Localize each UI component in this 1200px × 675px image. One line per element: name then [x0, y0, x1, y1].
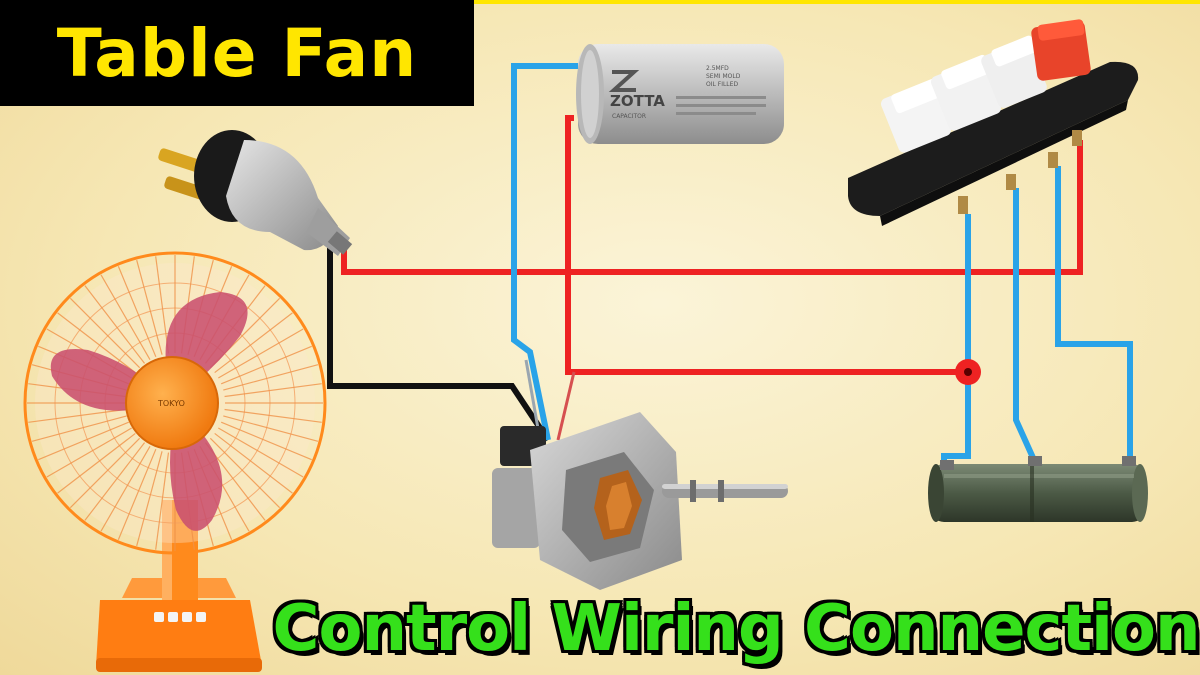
- fan-guard-spoke: [46, 427, 132, 478]
- page-title: Table Fan: [56, 14, 418, 92]
- red-wire-plug-to-switch: [341, 140, 1083, 275]
- capacitor-icon: ZOTTA CAPACITOR 2.5MFD SEMI MOLD OIL FIL…: [576, 44, 784, 144]
- fan-guard-spoke: [69, 297, 141, 369]
- motor-lead-red: [556, 371, 576, 441]
- switch-button-3: [981, 35, 1047, 108]
- blue-wire-switch2-to-coil: [1013, 188, 1037, 462]
- fan-guard-spoke: [220, 421, 312, 461]
- fan-guard-spoke: [100, 274, 151, 360]
- fan-guard-spoke: [38, 421, 130, 461]
- fan-guard-spoke: [220, 345, 312, 385]
- fan-guard-spoke: [218, 328, 304, 379]
- fan-guard-spoke: [84, 442, 146, 521]
- fan-guard-spoke: [214, 432, 293, 494]
- motor-icon: [492, 412, 788, 590]
- fan-guard-spoke: [28, 408, 126, 423]
- red-wire-capacitor-to-junction: [565, 115, 968, 375]
- capacitor-print-1: 2.5MFD: [706, 65, 729, 72]
- fan-guard-spoke: [69, 437, 141, 509]
- capacitor-brand: ZOTTA: [610, 92, 665, 110]
- fan-guard-spoke: [136, 451, 163, 547]
- plug-icon: [158, 130, 353, 256]
- table-fan-icon: TOKYO: [23, 251, 327, 672]
- fan-guard-spoke: [209, 437, 281, 509]
- fan-guard-spoke: [218, 427, 304, 478]
- fan-guard-spoke: [223, 364, 319, 391]
- fan-guard-spoke: [84, 285, 146, 364]
- capacitor-subtitle: CAPACITOR: [612, 113, 646, 120]
- fan-guard-spoke: [31, 415, 127, 442]
- fan-guard-spoke: [117, 448, 157, 540]
- fan-guard-spoke: [57, 312, 136, 374]
- caption: Control Wiring Connection: [272, 592, 1200, 666]
- fan-guard-spoke: [214, 312, 293, 374]
- switch-button-2: [930, 54, 1002, 131]
- black-wire-plug-to-motor: [327, 244, 551, 442]
- capacitor-print-2: SEMI MOLD: [706, 73, 741, 80]
- fan-guard-spoke: [136, 259, 163, 355]
- switch-button-1: [880, 78, 952, 153]
- regulator-coil-icon: [928, 456, 1148, 522]
- blue-wire-switch3-to-coil: [1055, 166, 1133, 460]
- fan-guard-spoke: [100, 446, 151, 532]
- fan-guard-spoke: [155, 452, 170, 550]
- capacitor-print-3: OIL FILLED: [706, 81, 738, 88]
- blue-wire-switch1-to-coil: [941, 214, 971, 470]
- switch-button-off: [1031, 19, 1091, 81]
- title-banner: Table Fan: [0, 0, 474, 106]
- fan-guard-spoke: [57, 432, 136, 494]
- top-accent-strip: [474, 0, 1200, 4]
- fan-guard-spoke: [224, 383, 322, 398]
- switch-block-icon: [848, 19, 1139, 226]
- blue-wire-capacitor-to-motor: [511, 63, 588, 441]
- fan-brand-label: TOKYO: [157, 399, 185, 408]
- fan-guard-spoke: [117, 266, 157, 358]
- fan-guard-spoke: [155, 256, 170, 354]
- fan-guard-spoke: [224, 408, 322, 423]
- fan-guard-spoke: [223, 415, 319, 442]
